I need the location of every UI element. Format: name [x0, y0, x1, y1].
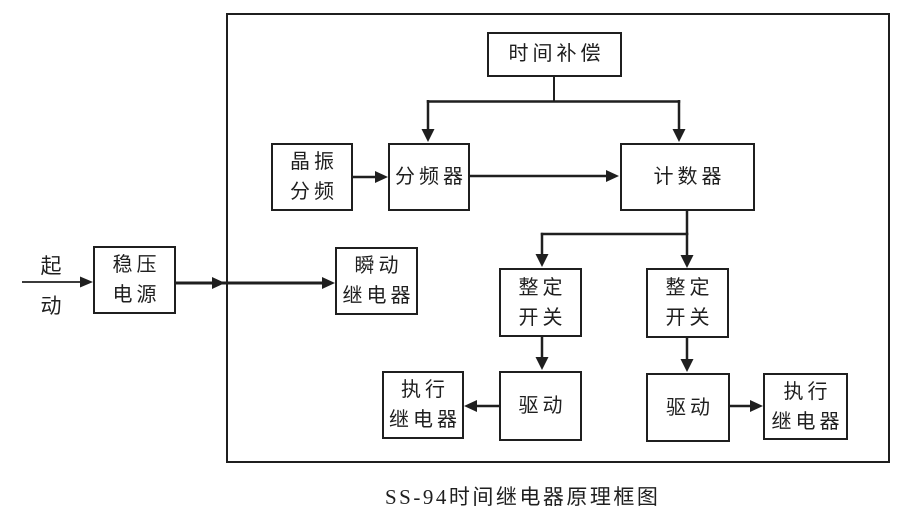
node-crystal-divider-line1: 晶振 [290, 151, 338, 173]
node-time-compensation-label: 时间补偿 [508, 43, 605, 65]
node-exec-relay-right-line1: 执行 [783, 380, 832, 403]
start-label-line2: 动 [40, 294, 62, 318]
node-exec-relay-left-line2: 继电器 [389, 409, 461, 431]
node-setting-switch-right-line2: 开关 [665, 307, 714, 329]
node-frequency-divider-label: 分频器 [395, 166, 467, 188]
node-drive-right: 驱动 [646, 373, 730, 442]
node-counter-label: 计数器 [653, 166, 726, 188]
node-setting-switch-left-line1: 整定 [518, 276, 567, 299]
node-drive-left-label: 驱动 [518, 395, 567, 417]
node-regulated-power-line2: 电源 [112, 284, 161, 306]
node-drive-right-label: 驱动 [666, 396, 714, 419]
node-crystal-divider-line2: 分频 [290, 181, 338, 203]
node-regulated-power-line1: 稳压 [112, 254, 161, 276]
node-frequency-divider: 分频器 [388, 143, 470, 211]
node-instant-relay-line2: 继电器 [342, 285, 415, 307]
node-setting-switch-right: 整定 开关 [646, 268, 729, 338]
node-counter: 计数器 [620, 143, 755, 211]
start-label-line1: 起 [40, 254, 62, 278]
start-label: 起 动 [30, 246, 72, 326]
node-exec-relay-left-line1: 执行 [401, 379, 449, 401]
node-setting-switch-left: 整定 开关 [499, 268, 582, 337]
diagram-outer-frame [226, 13, 890, 463]
node-crystal-divider: 晶振 分频 [271, 143, 353, 211]
node-exec-relay-right: 执行 继电器 [763, 373, 848, 440]
node-instant-relay: 瞬动 继电器 [335, 247, 418, 315]
node-time-compensation: 时间补偿 [487, 32, 622, 77]
node-regulated-power: 稳压 电源 [93, 246, 176, 314]
node-exec-relay-right-line2: 继电器 [771, 410, 844, 433]
node-instant-relay-line1: 瞬动 [354, 255, 403, 277]
node-exec-relay-left: 执行 继电器 [382, 371, 464, 439]
node-setting-switch-right-line1: 整定 [665, 277, 714, 299]
node-setting-switch-left-line2: 开关 [518, 306, 567, 329]
node-drive-left: 驱动 [499, 371, 582, 441]
diagram-caption: SS-94时间继电器原理框图 [385, 485, 661, 509]
